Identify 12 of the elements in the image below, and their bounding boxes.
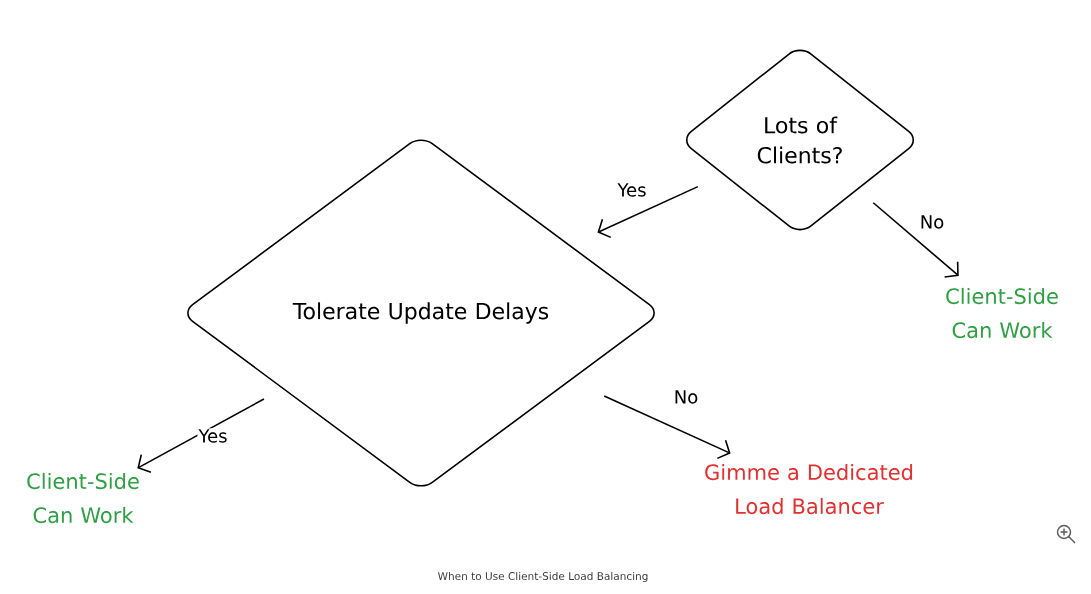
caption: When to Use Client-Side Load Balancing bbox=[438, 571, 648, 583]
outcome-text: Client-Side Can Work bbox=[27, 472, 139, 524]
outcome-text: Client-Side Can Work bbox=[946, 287, 1058, 339]
arrow bbox=[597, 185, 699, 239]
edge-label: Yes bbox=[616, 182, 648, 198]
edge-label: No bbox=[918, 214, 946, 230]
arrow bbox=[603, 395, 731, 460]
edge-label: Yes bbox=[197, 428, 229, 444]
arrow bbox=[872, 201, 959, 278]
outcome-text: Gimme a Dedicated Load Balancer bbox=[705, 463, 913, 515]
arrow bbox=[137, 398, 265, 473]
edge-label: No bbox=[672, 389, 700, 405]
